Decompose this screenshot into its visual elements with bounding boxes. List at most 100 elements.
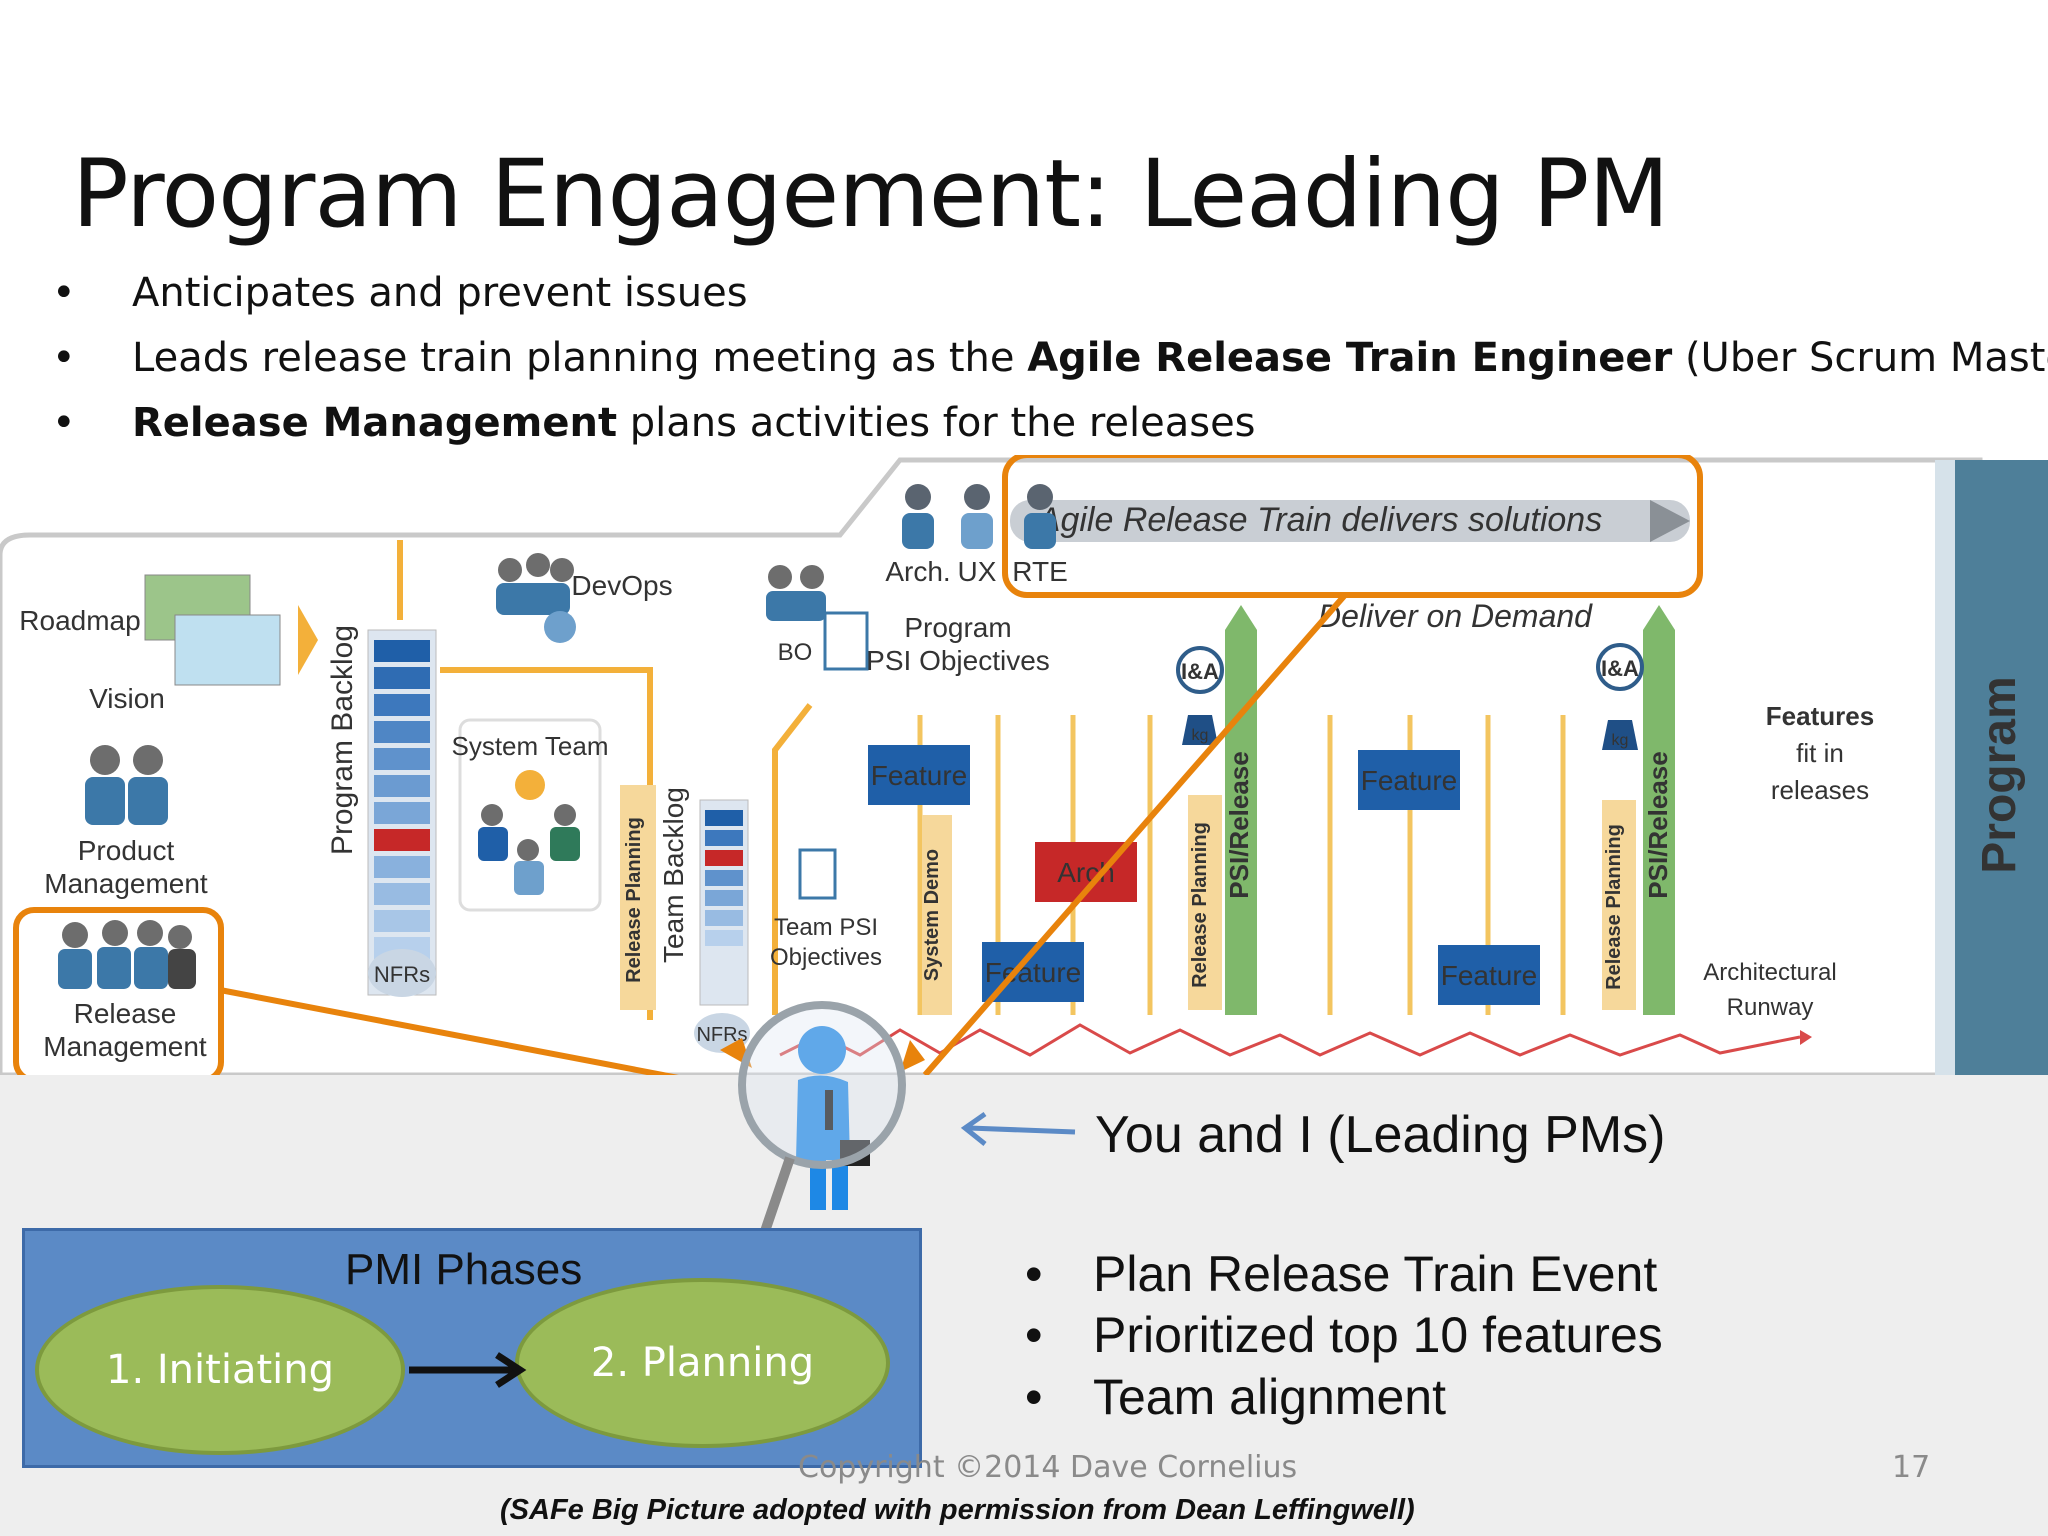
safe-big-picture-diagram: Program Agile Release Train delivers sol… bbox=[0, 455, 2048, 1075]
team-psi-objectives-label: Objectives bbox=[770, 944, 882, 971]
bullet-dot: • bbox=[1025, 1307, 1043, 1363]
bullet-text-plain: (Uber Scrum Master) bbox=[1684, 335, 2048, 381]
callout-arrow bbox=[922, 593, 1348, 1075]
psi-release-bar bbox=[1225, 630, 1257, 1015]
role-rte-icon bbox=[1024, 484, 1056, 549]
bullet-dot: • bbox=[1025, 1246, 1043, 1302]
bullet-text: Release Management plans activities for … bbox=[132, 400, 1256, 446]
nfrs-label: NFRs bbox=[374, 962, 430, 987]
feature-label: Feature bbox=[871, 760, 968, 791]
psi-release-arrow-icon bbox=[1643, 605, 1675, 630]
program-backlog-stack bbox=[367, 629, 437, 996]
bullet-text-plain: plans activities for the releases bbox=[617, 400, 1256, 446]
release-management-label: Management bbox=[43, 1031, 207, 1062]
phase-arrow-icon bbox=[409, 1352, 527, 1388]
release-planning-bar bbox=[620, 785, 656, 1010]
program-backlog-label: Program Backlog bbox=[326, 625, 359, 855]
train-highlight-box bbox=[1002, 455, 1703, 598]
phase-planning-ellipse: 2. Planning bbox=[515, 1278, 890, 1448]
phase-planning-label: 2. Planning bbox=[590, 1340, 815, 1386]
program-side-label: Program bbox=[1973, 676, 2026, 873]
roadmap-label: Roadmap bbox=[19, 605, 140, 636]
role-arch-icon bbox=[902, 484, 934, 549]
flow-connector bbox=[772, 703, 813, 1015]
product-management-label: Product bbox=[78, 835, 175, 866]
architectural-runway-label: Architectural bbox=[1703, 959, 1836, 986]
feature-label: Feature bbox=[985, 957, 1082, 988]
copyright-text: Copyright ©2014 Dave Cornelius bbox=[798, 1450, 1298, 1485]
bo-icon bbox=[766, 565, 826, 621]
release-management-icon bbox=[58, 920, 196, 989]
bullet-text: Anticipates and prevent issues bbox=[132, 270, 748, 316]
bo-label: BO bbox=[778, 639, 813, 666]
program-psi-objectives-label: Program bbox=[904, 612, 1011, 643]
deliver-on-demand-label: Deliver on Demand bbox=[1318, 598, 1593, 634]
architectural-runway-line bbox=[779, 1023, 1801, 1057]
features-fit-label: fit in bbox=[1796, 738, 1844, 768]
program-band bbox=[1950, 460, 2048, 1075]
right-bullet-item: • Team alignment bbox=[1025, 1368, 1446, 1426]
bullet-dot: • bbox=[1025, 1369, 1043, 1425]
system-team-label: System Team bbox=[451, 731, 608, 761]
train-arrow-icon bbox=[1650, 500, 1690, 542]
weight-icon bbox=[1182, 715, 1218, 745]
page-number: 17 bbox=[1892, 1450, 1931, 1485]
ia-label: I&A bbox=[1601, 656, 1639, 681]
program-psi-objectives-label: PSI Objectives bbox=[866, 645, 1050, 676]
release-planning-label: Release Planning bbox=[1603, 824, 1625, 990]
right-bullet-item: • Plan Release Train Event bbox=[1025, 1245, 1657, 1303]
team-psi-objectives-label: Team PSI bbox=[774, 914, 878, 941]
train-label: Agile Release Train delivers solutions bbox=[1036, 501, 1602, 539]
ux-role-label: UX bbox=[958, 556, 997, 587]
you-and-i-label: You and I (Leading PMs) bbox=[1095, 1106, 1666, 1164]
feature-box: Feature bbox=[868, 745, 970, 805]
phase-initiating-label: 1. Initiating bbox=[106, 1347, 334, 1393]
inspect-adapt-icon bbox=[1176, 646, 1224, 694]
rte-role-label: RTE bbox=[1012, 556, 1068, 587]
nfrs-label: NFRs bbox=[696, 1024, 747, 1046]
right-bullet-text: Team alignment bbox=[1093, 1369, 1446, 1425]
psi-release-label: PSI/Release bbox=[1224, 751, 1254, 898]
devops-icon bbox=[496, 553, 576, 643]
kg-label: kg bbox=[1192, 727, 1209, 744]
feature-box: Feature bbox=[1358, 750, 1460, 810]
psi-release-label: PSI/Release bbox=[1643, 751, 1673, 898]
phase-initiating-ellipse: 1. Initiating bbox=[35, 1285, 405, 1455]
bullet-dot: • bbox=[52, 400, 76, 446]
system-team-box bbox=[458, 718, 602, 912]
release-planning-bar bbox=[1602, 800, 1636, 1010]
vision-thumbnail bbox=[174, 614, 281, 686]
credit-text: (SAFe Big Picture adopted with permissio… bbox=[500, 1494, 1415, 1526]
product-management-icon bbox=[85, 745, 168, 825]
bullet-text-plain: Leads release train planning meeting as … bbox=[132, 335, 1028, 381]
nfrs-cylinder bbox=[368, 949, 436, 997]
pointer-arrow-icon bbox=[960, 1111, 1076, 1146]
pmi-phases-title: PMI Phases bbox=[345, 1245, 583, 1294]
document-icon bbox=[823, 611, 869, 671]
feature-label: Feature bbox=[1441, 960, 1538, 991]
right-bullet-text: Plan Release Train Event bbox=[1093, 1246, 1658, 1302]
kg-label: kg bbox=[1612, 732, 1629, 749]
right-bullet-text: Prioritized top 10 features bbox=[1093, 1307, 1663, 1363]
ia-label: I&A bbox=[1181, 659, 1219, 684]
system-demo-bar bbox=[922, 815, 952, 1015]
features-fit-label: releases bbox=[1771, 775, 1869, 805]
program-band-edge bbox=[1935, 460, 1955, 1075]
release-planning-bar bbox=[1188, 795, 1222, 1010]
bullet-text: Leads release train planning meeting as … bbox=[132, 335, 2048, 381]
right-bullet-item: • Prioritized top 10 features bbox=[1025, 1306, 1663, 1364]
devops-label: DevOps bbox=[571, 570, 672, 601]
product-management-label: Management bbox=[44, 868, 208, 899]
train-bar bbox=[1010, 500, 1690, 542]
arch-role-label: Arch. bbox=[885, 556, 950, 587]
weight-icon bbox=[1602, 720, 1638, 750]
bullet-text-bold: Release Management bbox=[132, 400, 618, 446]
slide-title: Program Engagement: Leading PM bbox=[72, 140, 1669, 249]
system-demo-label: System Demo bbox=[921, 849, 943, 981]
release-planning-label: Release Planning bbox=[623, 817, 645, 983]
bullet-dot: • bbox=[52, 270, 76, 316]
bullet-text-plain: Anticipates and prevent issues bbox=[132, 270, 748, 316]
bullet-text-bold: Agile Release Train Engineer bbox=[1027, 335, 1673, 381]
bullet-dot: • bbox=[52, 335, 76, 381]
features-fit-label: Features bbox=[1766, 701, 1874, 731]
